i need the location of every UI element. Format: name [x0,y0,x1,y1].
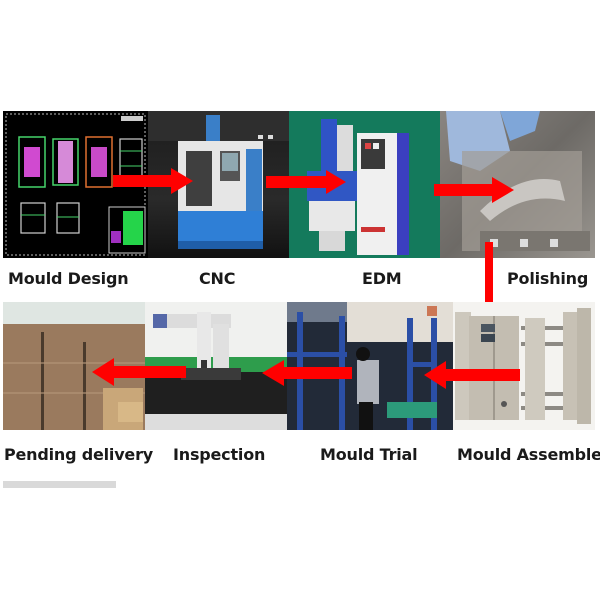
cnc-machine-illustration [148,111,289,249]
edm-machine-illustration [307,119,409,255]
arrow-inspection-to-pending [92,358,186,386]
cad-view-3 [85,136,113,188]
cad-view-6 [56,202,80,234]
mould-assemble-photo [453,302,595,430]
cad-view-1 [18,136,46,188]
arrow-trial-to-inspection [262,360,352,386]
cad-view-5 [20,202,46,234]
polishing-photo [440,111,595,258]
label-cnc: CNC [199,269,236,288]
label-mould-assemble: Mould Assemble [457,445,600,464]
cmm-illustration [145,302,287,430]
arrow-design-to-cnc [113,168,193,194]
cad-title-block [108,206,146,254]
label-mould-trial: Mould Trial [320,445,418,464]
cad-drawing-illustration [5,113,146,256]
arrow-assemble-to-trial [424,361,520,389]
polishing-illustration [446,111,590,251]
arrow-polishing-to-assemble [476,242,502,324]
label-inspection: Inspection [173,445,266,464]
mould-assembly-illustration [455,308,591,424]
grey-divider-bar [3,481,116,488]
label-edm: EDM [362,269,402,288]
label-mould-design: Mould Design [8,269,129,288]
label-polishing: Polishing [507,269,589,288]
cad-view-2 [52,138,79,186]
label-pending-delivery: Pending delivery [4,445,153,464]
cnc-photo [148,111,289,258]
arrow-edm-to-polishing [434,177,514,203]
arrow-cnc-to-edm [266,170,346,194]
